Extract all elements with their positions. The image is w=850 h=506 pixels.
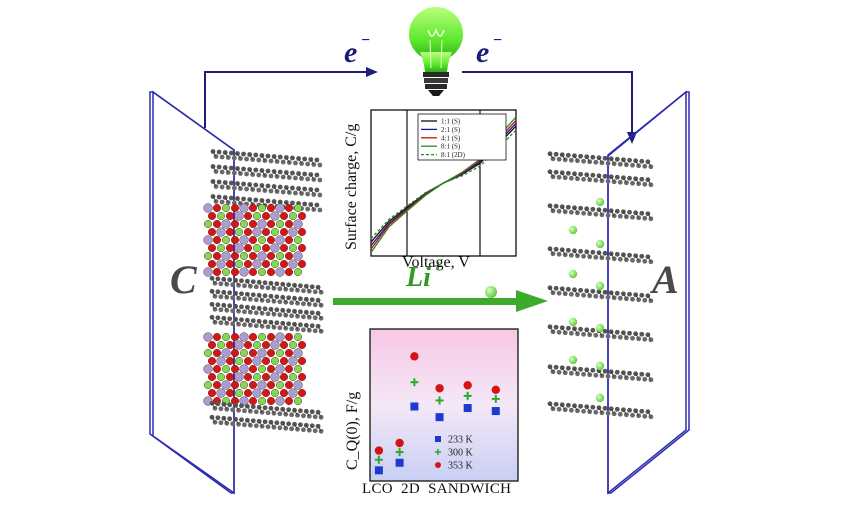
anode-plate: [607, 90, 690, 495]
chart2-point: [395, 458, 404, 467]
chart1-legend-label: 4:1 (S): [441, 134, 461, 142]
graphene-layer: [547, 246, 654, 265]
chart2-point: [435, 413, 444, 422]
graphene-layer: [210, 149, 323, 168]
chart2-point: [463, 404, 472, 413]
chart2-frame: [369, 328, 519, 482]
cathode-label: C: [170, 257, 197, 302]
graphene-layer: [209, 288, 324, 308]
chart2-legend-label: 353 K: [448, 461, 474, 472]
chart1-ylabel: Surface charge, C/g: [343, 123, 360, 250]
wire-right: [462, 71, 633, 138]
electron-label-right: e−: [476, 32, 503, 69]
lithium-ion: [595, 323, 605, 333]
lithium-ion: [595, 239, 605, 249]
graphene-layer: [209, 314, 324, 334]
chart2-point: [374, 446, 384, 455]
lco-block: [203, 332, 307, 406]
graphene-layer: [547, 151, 654, 170]
graphene-layer: [547, 401, 654, 420]
category-label: SANDWICH: [428, 481, 512, 497]
graphene-layer: [547, 203, 654, 222]
lithium-ion: [595, 393, 605, 403]
chart2-point: [435, 396, 444, 405]
chart2-point: [374, 466, 383, 475]
chart2-point: [410, 378, 419, 387]
graphene-layer: [209, 301, 324, 321]
chart2-categories: LCO 2D SANDWICH: [362, 481, 511, 498]
chart1-xlabel: Voltage, V: [402, 254, 470, 271]
cathode-layers: [203, 149, 324, 434]
anode-label: A: [652, 257, 679, 302]
chart2-point: [491, 394, 500, 403]
chart2-point: [463, 391, 472, 400]
chart1-legend-label: 8:1 (2D): [441, 151, 466, 159]
chart1-legend: [417, 113, 507, 161]
lithium-ion: [595, 361, 605, 371]
lithium-flow-arrow: [333, 286, 548, 312]
lco-block: [203, 203, 307, 277]
lithium-ion: [595, 197, 605, 207]
chart2-legend-label: 233 K: [448, 435, 474, 446]
category-label: 2D: [401, 481, 420, 497]
chart2-legend-swatch: [435, 449, 441, 455]
chart1-legend-label: 1:1 (S): [441, 118, 461, 126]
category-label: LCO: [362, 481, 393, 497]
lithium-ion: [568, 317, 578, 327]
graphene-layer: [210, 179, 323, 198]
anode-layers: [547, 151, 654, 420]
lithium-ion-label: Li+: [406, 258, 444, 293]
chart2-point: [395, 448, 404, 457]
chart2-legend-swatch: [435, 436, 441, 442]
chart1-legend-label: 2:1 (S): [441, 126, 461, 134]
chart2-legend-label: 300 K: [448, 448, 474, 459]
lithium-ion: [568, 355, 578, 365]
chart2-legend-swatch: [435, 462, 441, 468]
lithium-ion: [568, 225, 578, 235]
chart2-ylabel: C_Q(0), F/g: [344, 391, 361, 470]
light-bulb-icon: [409, 7, 463, 96]
chart2-point: [410, 402, 419, 411]
graphene-layer: [209, 275, 324, 295]
quantum-capacitance-chart: 233 K 300 K 353 K: [369, 328, 519, 482]
chart2-point: [395, 438, 404, 448]
chart1-series-line: [370, 129, 517, 240]
chart2-point: [491, 407, 500, 416]
graphene-layer: [210, 164, 323, 183]
electron-label-left: e−: [344, 32, 371, 69]
graphene-layer: [209, 414, 324, 434]
graphene-layer: [547, 364, 654, 383]
chart1-legend-label: 8:1 (S): [441, 143, 461, 151]
chart2-point: [491, 385, 500, 394]
graphene-layer: [547, 169, 654, 188]
chart2-point: [435, 384, 444, 393]
lithium-ion-icon: [485, 286, 497, 298]
cathode-plate: [149, 90, 235, 495]
graphene-layer: [209, 400, 324, 420]
lithium-ion: [595, 281, 605, 291]
wire-left: [204, 71, 372, 128]
chart2-point: [410, 352, 419, 361]
chart2-point: [463, 381, 472, 390]
wire-arrow-left: [366, 67, 378, 77]
chart2-point: [374, 455, 383, 464]
graphene-layer: [547, 285, 654, 304]
lithium-ion: [568, 269, 578, 279]
surface-charge-chart: 1:1 (S)2:1 (S)4:1 (S)8:1 (S)8:1 (2D): [370, 109, 517, 257]
